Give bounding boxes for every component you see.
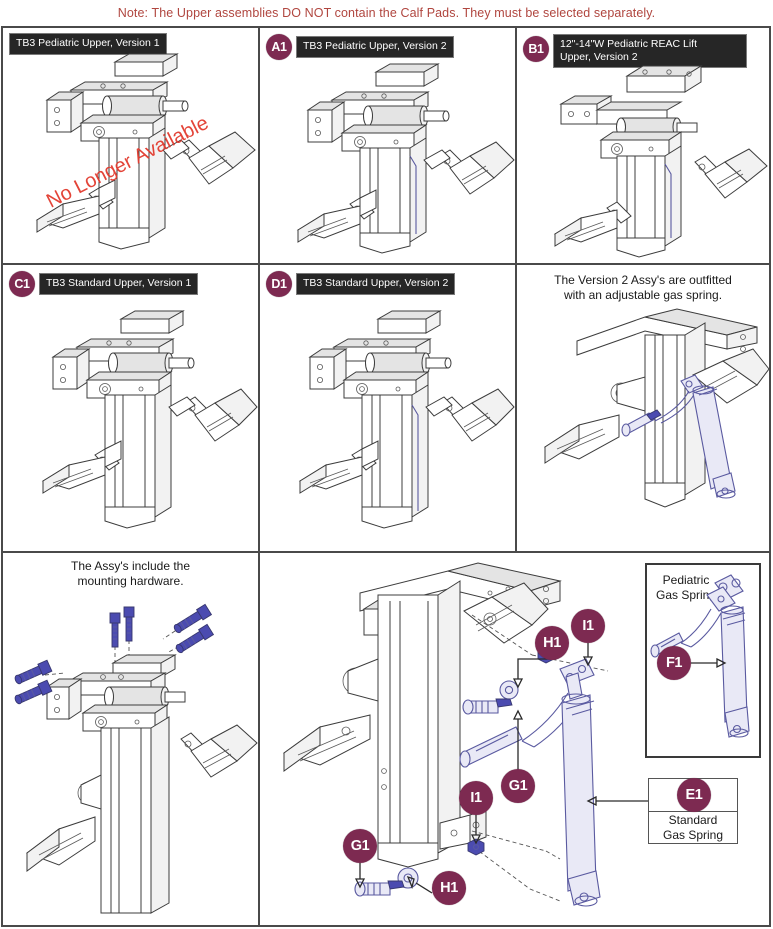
gas-spring-caption: The Version 2 Assy's are outfitted with … (554, 273, 732, 302)
divider-vertical-col2-row1 (515, 28, 517, 265)
panel-gas-spring-drawing (543, 308, 769, 508)
panel-reac-lift-upper-v2-drawing (553, 65, 768, 258)
badge-e1: E1 (677, 778, 711, 812)
panel-std-upper-v1[interactable]: C1 TB3 Standard Upper, Version 1 (3, 265, 258, 551)
panel-std-upper-v2[interactable]: D1 TB3 Standard Upper, Version 2 (260, 265, 515, 551)
top-note: Note: The Upper assemblies DO NOT contai… (117, 6, 656, 20)
panel-ped-upper-v1[interactable]: TB3 Pediatric Upper, Version 1 (3, 28, 258, 263)
divider-vertical-col2-row2 (515, 263, 517, 553)
panel-ped-upper-v1-drawing (35, 53, 256, 250)
badge-i1-mid: I1 (459, 781, 493, 815)
divider-horizontal-row2 (3, 551, 769, 553)
standard-gas-spring-box[interactable]: E1 Standard Gas Spring (648, 778, 738, 844)
panel-mounting-hardware-drawing (14, 603, 258, 914)
divider-vertical-row3 (258, 551, 260, 926)
badge-h1-bottom: H1 (432, 871, 466, 905)
panel-gas-spring-exploded[interactable]: H1 I1 G1 I1 G1 H1 E1 Standard Gas Spring… (260, 553, 769, 926)
panel-std-upper-v1-label: TB3 Standard Upper, Version 1 (39, 273, 199, 295)
badge-h1-top: H1 (535, 626, 569, 660)
panel-reac-lift-upper-v2-label: 12"-14"W Pediatric REAC Lift Upper, Vers… (553, 34, 747, 68)
badge-i1-top: I1 (571, 609, 605, 643)
panel-ped-upper-v1-label: TB3 Pediatric Upper, Version 1 (9, 33, 167, 55)
panel-ped-upper-v2[interactable]: A1 TB3 Pediatric Upper, Version 2 (260, 28, 515, 263)
divider-vertical-col1-row2 (258, 263, 260, 553)
badge-g1-bottom: G1 (343, 829, 377, 863)
panel-ped-upper-v2-label: TB3 Pediatric Upper, Version 2 (296, 36, 454, 58)
standard-gas-spring-text: Standard Gas Spring (662, 813, 724, 842)
panel-mounting-hardware[interactable]: The Assy's include the mounting hardware… (3, 553, 258, 926)
pediatric-gas-spring-drawing (650, 574, 750, 738)
panel-std-upper-v2-drawing (298, 310, 515, 529)
mounting-hardware-caption: The Assy's include the mounting hardware… (70, 559, 191, 588)
badge-d1: D1 (266, 271, 292, 297)
diagram-grid: TB3 Pediatric Upper, Version 1 (1, 26, 771, 927)
pediatric-gas-spring-caption: Pediatric Gas Spring (655, 573, 717, 602)
badge-f1: F1 (657, 646, 691, 680)
badge-g1-mid: G1 (501, 769, 535, 803)
panel-gas-spring-exploded-drawing (282, 562, 648, 907)
divider-horizontal-row1 (3, 263, 769, 265)
panel-ped-upper-v2-drawing (296, 63, 515, 254)
badge-c1: C1 (9, 271, 35, 297)
divider-vertical-col1-row1 (258, 28, 260, 265)
panel-std-upper-v2-label: TB3 Standard Upper, Version 2 (296, 273, 456, 295)
panel-gas-spring-note[interactable]: The Version 2 Assy's are outfitted with … (517, 265, 769, 551)
panel-std-upper-v1-drawing (41, 310, 258, 529)
badge-a1: A1 (266, 34, 292, 60)
pediatric-gas-spring-inset[interactable]: Pediatric Gas Spring (645, 563, 761, 758)
panel-reac-lift-upper-v2[interactable]: B1 12"-14"W Pediatric REAC Lift Upper, V… (517, 28, 769, 263)
badge-b1: B1 (523, 36, 549, 62)
